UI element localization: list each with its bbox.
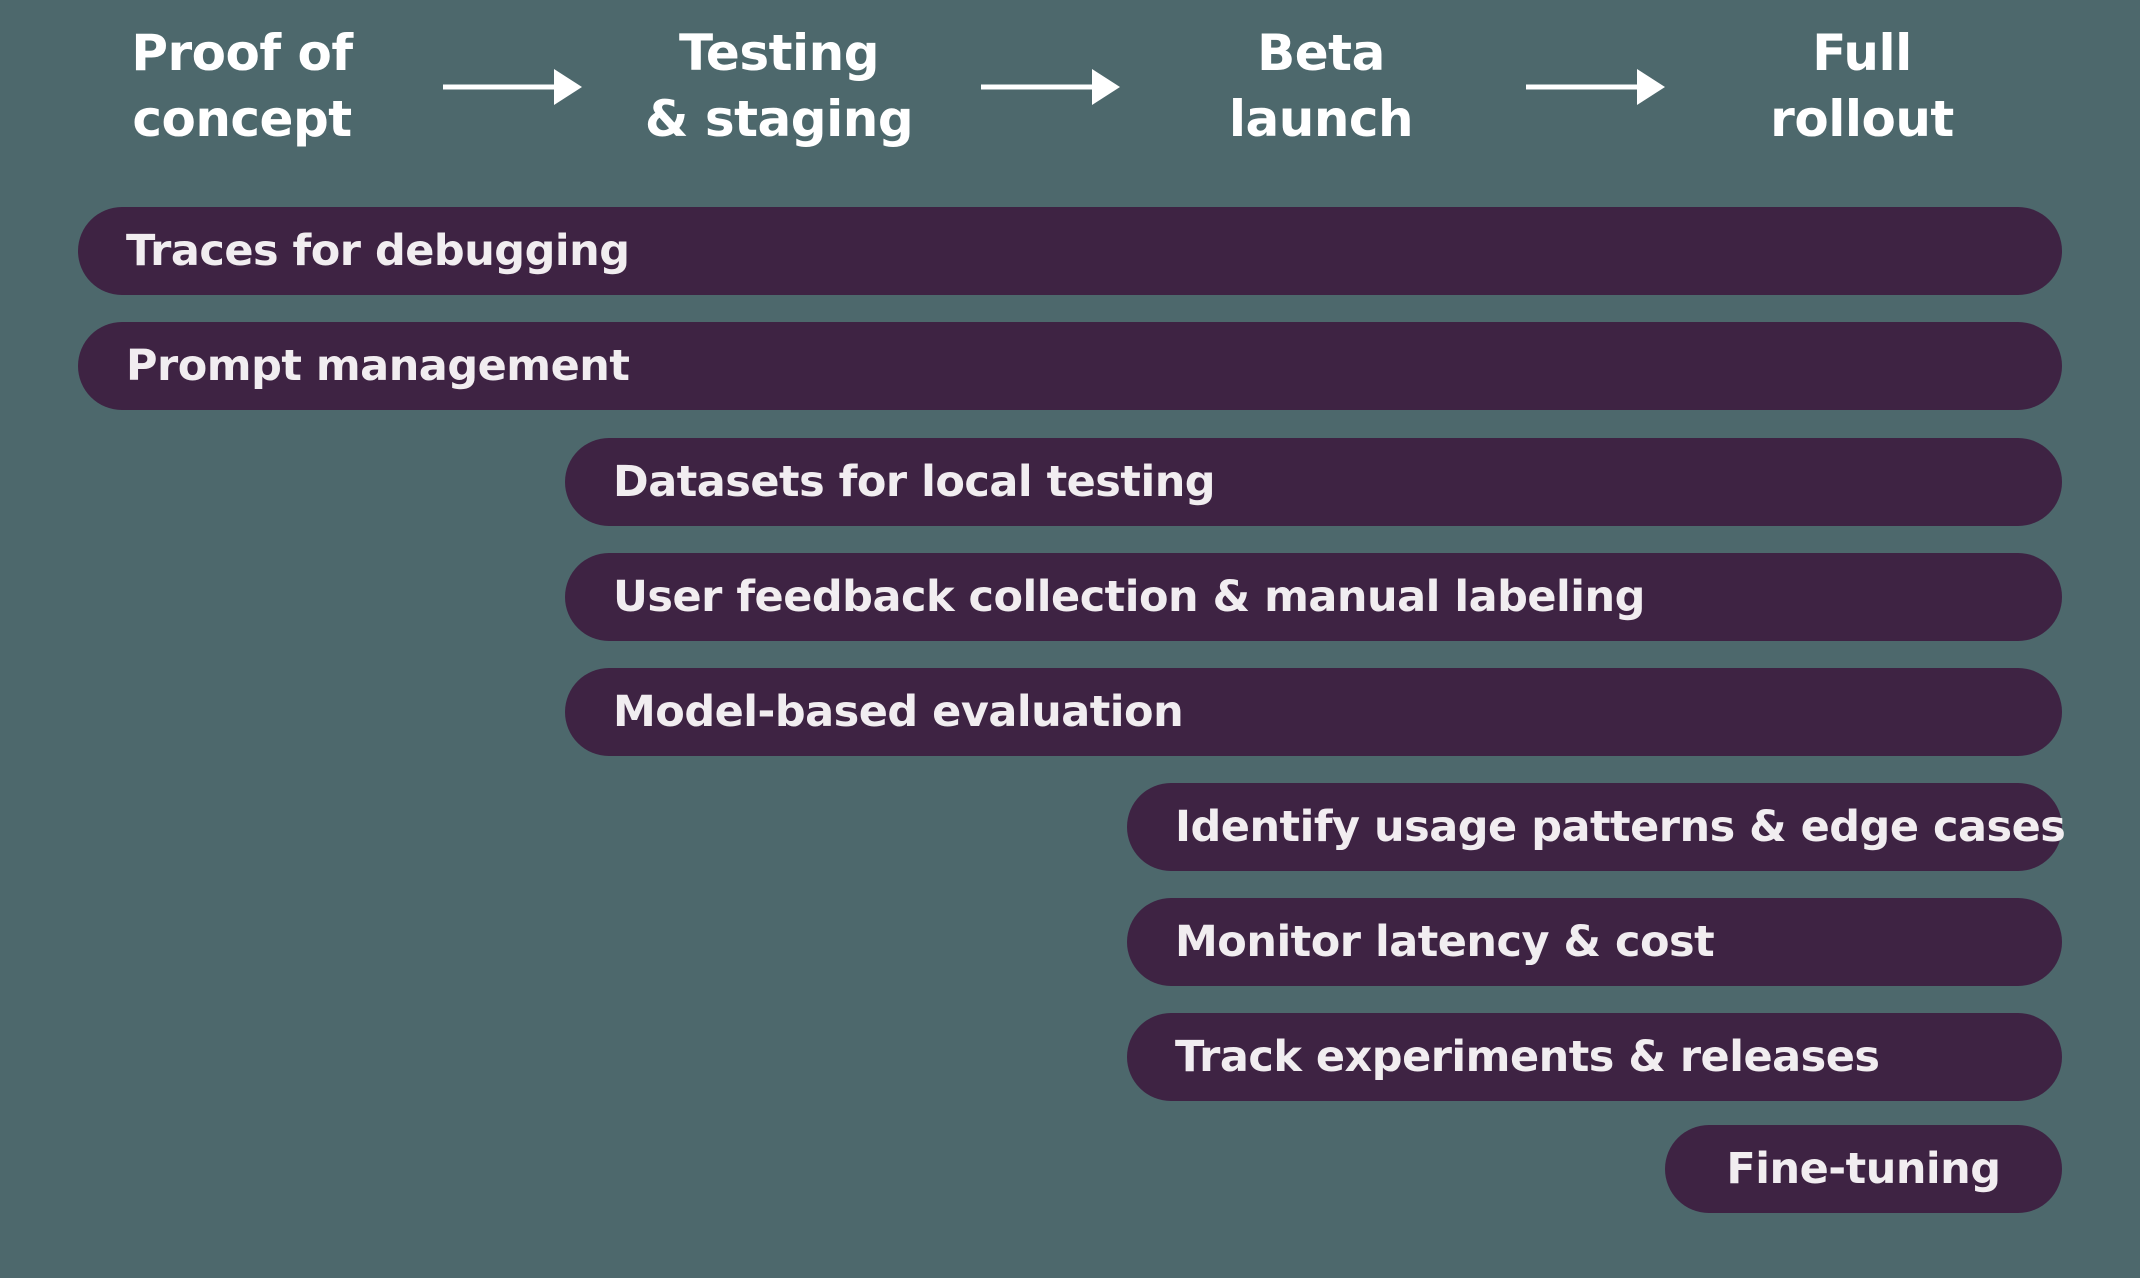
bar-user-feedback-collection: User feedback collection & manual labeli…: [565, 553, 2062, 641]
arrow-right-icon: [1526, 69, 1665, 105]
bar-label: Identify usage patterns & edge cases: [1175, 802, 2066, 852]
bar-track-experiments-releases: Track experiments & releases: [1127, 1013, 2062, 1101]
bar-label: Prompt management: [126, 341, 630, 391]
phase-header-proof-of-concept: Proof of concept: [131, 24, 353, 148]
arrow-right-icon: [443, 69, 582, 105]
bar-label: Datasets for local testing: [613, 457, 1216, 507]
bar-traces-for-debugging: Traces for debugging: [78, 207, 2062, 295]
bar-label: Monitor latency & cost: [1175, 917, 1715, 967]
bar-label: User feedback collection & manual labeli…: [613, 572, 1645, 622]
bar-label: Traces for debugging: [126, 226, 630, 276]
bar-prompt-management: Prompt management: [78, 322, 2062, 410]
bar-identify-usage-patterns: Identify usage patterns & edge cases: [1127, 783, 2066, 871]
bar-label: Fine-tuning: [1726, 1144, 2001, 1194]
phase-header-full-rollout: Full rollout: [1770, 24, 1954, 148]
bar-monitor-latency-cost: Monitor latency & cost: [1127, 898, 2062, 986]
bar-datasets-for-local-testing: Datasets for local testing: [565, 438, 2062, 526]
arrow-right-icon: [981, 69, 1120, 105]
bar-label: Track experiments & releases: [1175, 1032, 1880, 1082]
bar-label: Model-based evaluation: [613, 687, 1184, 737]
bar-fine-tuning: Fine-tuning: [1665, 1125, 2062, 1213]
phase-header-beta-launch: Beta launch: [1228, 24, 1414, 148]
phase-header-testing-staging: Testing & staging: [644, 24, 914, 148]
bar-model-based-evaluation: Model-based evaluation: [565, 668, 2062, 756]
